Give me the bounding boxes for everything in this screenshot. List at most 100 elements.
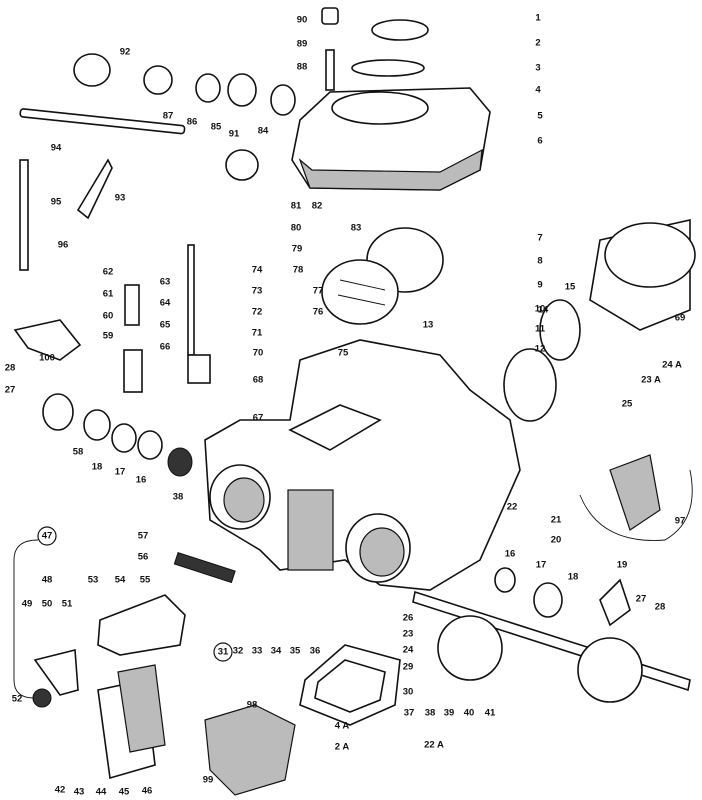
float-chamber-cover [299, 644, 401, 726]
part-label: 87 [163, 111, 174, 122]
part-label: 56 [138, 552, 149, 563]
part-label: 8 [537, 256, 542, 267]
part-label: 58 [73, 447, 84, 458]
part-label: 16 [505, 549, 516, 560]
part-label: 100 [39, 353, 55, 364]
part-label: 62 [103, 267, 114, 278]
carburettor-body [204, 339, 521, 591]
part-label: 86 [187, 117, 198, 128]
part-label: 50 [42, 599, 53, 610]
part-label: 13 [423, 320, 434, 331]
part-label: 83 [351, 223, 362, 234]
part-label: 2 [535, 38, 540, 49]
part-label: 38 [425, 708, 436, 719]
part-label: 3 [535, 63, 540, 74]
part-label: 70 [253, 348, 264, 359]
part-label: 92 [120, 47, 131, 58]
part-label: 25 [622, 399, 633, 410]
part-label: 95 [51, 197, 62, 208]
part-label: 7 [537, 233, 542, 244]
part-label: 6 [537, 136, 542, 147]
part-label: 37 [404, 708, 415, 719]
part-label: 35 [290, 646, 301, 657]
part-label: 82 [312, 201, 323, 212]
part-label: 54 [115, 575, 126, 586]
part-label: 31 [218, 647, 229, 658]
part-label: 63 [160, 277, 171, 288]
part-label: 42 [55, 785, 66, 796]
part-label: 10 [535, 304, 546, 315]
part-label: 21 [551, 515, 562, 526]
part-label: 27 [636, 594, 647, 605]
part-label: 26 [403, 613, 414, 624]
part-label: 59 [103, 331, 114, 342]
part-label: 60 [103, 311, 114, 322]
part-label: 44 [96, 787, 107, 798]
part-label: 90 [297, 15, 308, 26]
part-label: 36 [310, 646, 321, 657]
part-label: 18 [568, 572, 579, 583]
part-label: 91 [229, 129, 240, 140]
part-label: 48 [42, 575, 53, 586]
part-label: 33 [252, 646, 263, 657]
part-label: 55 [140, 575, 151, 586]
air-horn [503, 219, 696, 422]
part-label: 9 [537, 280, 542, 291]
label-circle [213, 642, 233, 662]
part-label: 76 [313, 307, 324, 318]
part-label: 49 [22, 599, 33, 610]
part-label: 46 [142, 786, 153, 797]
part-label: 61 [103, 289, 114, 300]
part-label: 1 [535, 13, 541, 24]
part-label: 67 [253, 413, 264, 424]
part-label: 43 [74, 787, 85, 798]
part-label: 39 [444, 708, 455, 719]
part-label: 53 [88, 575, 99, 586]
part-label: 78 [293, 265, 304, 276]
part-label: 22 A [424, 740, 444, 751]
part-label: 20 [551, 535, 562, 546]
part-label: 30 [403, 687, 414, 698]
label-circle [37, 526, 57, 546]
part-label: 17 [115, 467, 126, 478]
part-label: 4 [535, 85, 541, 96]
part-label: 23 A [641, 375, 661, 386]
filter-covers [321, 227, 444, 325]
part-label: 32 [233, 646, 244, 657]
part-label: 98 [247, 700, 258, 711]
misc-parts [13, 53, 693, 796]
part-label: 41 [485, 708, 496, 719]
part-label: 94 [51, 143, 62, 154]
part-label: 4 A [335, 721, 350, 732]
part-label: 24 [403, 645, 414, 656]
part-label: 73 [252, 286, 263, 297]
part-label: 11 [535, 324, 546, 335]
part-label: 77 [313, 286, 324, 297]
part-label: 69 [675, 313, 686, 324]
part-label: 79 [292, 244, 303, 255]
part-label: 89 [297, 39, 308, 50]
part-label: 38 [173, 492, 184, 503]
part-label: 72 [252, 307, 263, 318]
part-label: 75 [338, 348, 349, 359]
part-label: 5 [537, 111, 543, 122]
part-label: 27 [5, 385, 16, 396]
part-label: 74 [252, 265, 263, 276]
throttle-shaft [412, 590, 691, 703]
part-label: 81 [291, 201, 302, 212]
part-label: 18 [92, 462, 103, 473]
part-label: 85 [211, 122, 222, 133]
part-label: 14 [538, 305, 549, 316]
part-label: 66 [160, 342, 171, 353]
part-label: 40 [464, 708, 475, 719]
part-label: 88 [297, 62, 308, 73]
part-label: 28 [655, 602, 666, 613]
part-label: 80 [291, 223, 302, 234]
part-label: 47 [42, 531, 53, 542]
part-label: 16 [136, 475, 147, 486]
part-label: 84 [258, 126, 269, 137]
part-label: 2 A [335, 742, 350, 753]
